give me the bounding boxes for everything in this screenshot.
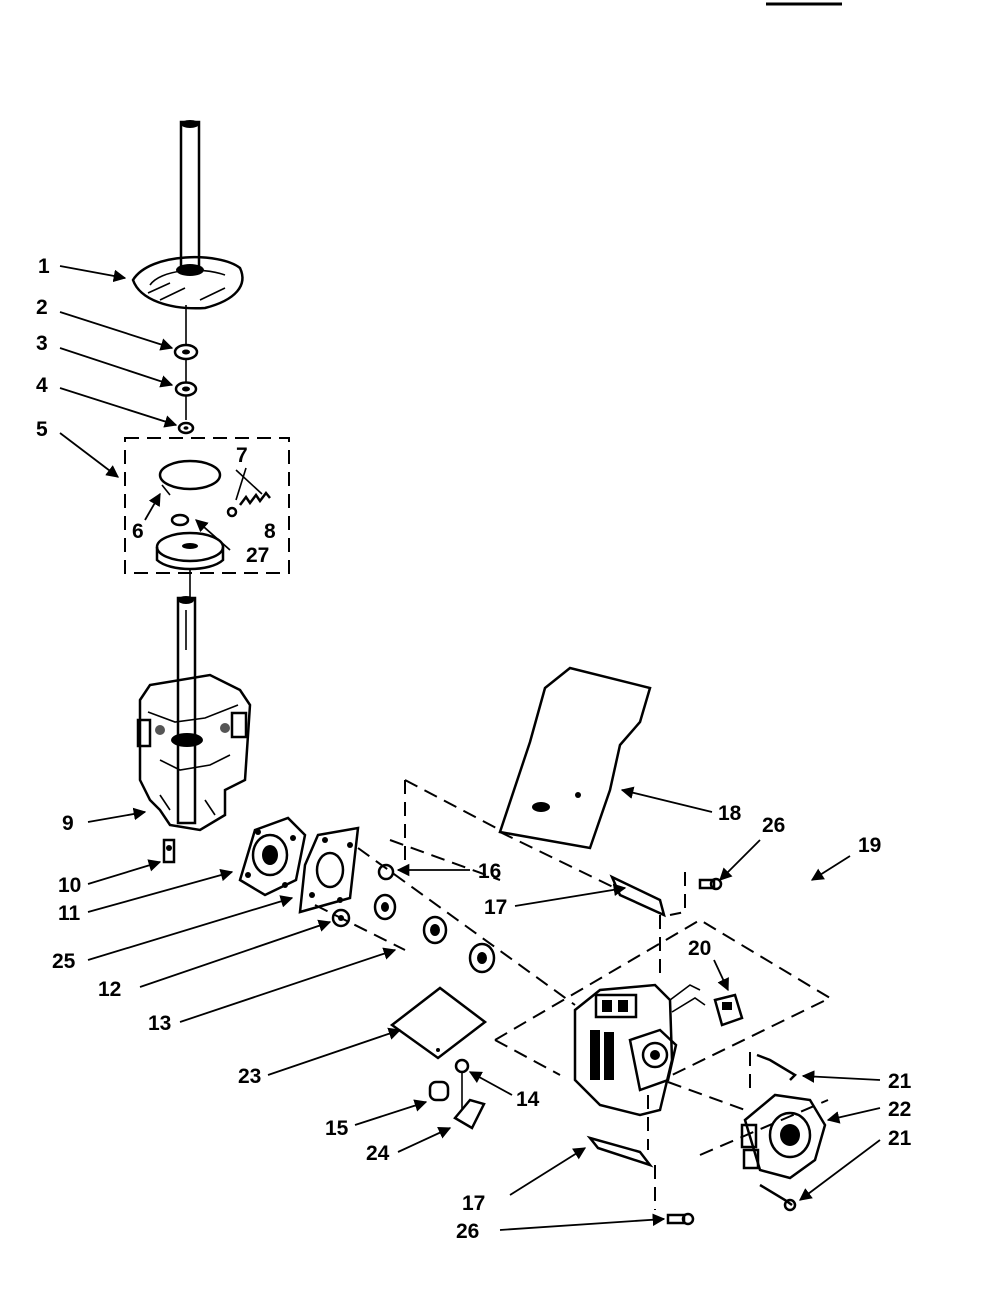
callout-19: 19	[858, 834, 881, 857]
callout-3: 3	[36, 332, 48, 355]
callout-23: 23	[238, 1065, 261, 1088]
callout-17-upper: 17	[484, 896, 507, 919]
washer-part-3	[174, 381, 198, 397]
cover-plate-part-23	[389, 986, 488, 1060]
shield-dashed-lines	[404, 779, 616, 889]
gasket-part-25	[298, 826, 360, 914]
callout-15: 15	[325, 1117, 349, 1140]
callout-2: 2	[36, 296, 48, 319]
callout-7: 7	[236, 444, 248, 467]
nut-part-16	[377, 863, 395, 881]
callout-9: 9	[62, 812, 74, 835]
clip-part-24	[453, 1098, 486, 1130]
pump-part-22	[667, 1081, 827, 1180]
bolt-part-10	[162, 838, 176, 864]
callout-26-lower: 26	[456, 1220, 479, 1243]
callout-16: 16	[478, 860, 501, 883]
bracket-part-17-lower	[586, 1095, 656, 1210]
motor-part-19	[573, 983, 706, 1117]
callout-21-lower: 21	[888, 1127, 912, 1150]
washer-part-4	[177, 421, 195, 435]
clamp-part-21-upper	[749, 1052, 798, 1090]
washer-part-2	[173, 343, 199, 361]
pulley-part-27	[155, 513, 225, 598]
callout-24: 24	[366, 1142, 390, 1165]
callout-1: 1	[38, 255, 50, 278]
callout-14: 14	[516, 1088, 540, 1111]
bushing-part-15	[428, 1080, 450, 1102]
spring-parts-7-8	[226, 467, 271, 518]
coupler-part-13	[373, 893, 496, 974]
bracket-part-17-upper	[609, 874, 666, 980]
motor-group-box	[494, 918, 833, 1156]
callout-25: 25	[52, 950, 76, 973]
drive-shaft-upper	[179, 120, 201, 274]
callout-5: 5	[36, 418, 48, 441]
callout-21-upper: 21	[888, 1070, 912, 1093]
callout-17-lower: 17	[462, 1192, 485, 1215]
callout-12: 12	[98, 978, 121, 1001]
callout-26-upper: 26	[762, 814, 785, 837]
clamp-part-21-lower	[759, 1183, 797, 1212]
switch-part-20	[713, 993, 744, 1027]
screw-part-26-lower	[666, 1212, 695, 1226]
callout-27: 27	[246, 544, 269, 567]
callout-11: 11	[58, 902, 81, 925]
screw-part-26-upper	[669, 872, 723, 916]
drive-shaft-lower	[176, 596, 197, 825]
brake-kit-group-box	[124, 437, 290, 574]
callout-20: 20	[688, 937, 711, 960]
callout-8: 8	[264, 520, 276, 543]
coupling-group-box	[314, 839, 576, 1006]
seal-plate-part-11	[238, 816, 307, 897]
callout-labels: 1 2 3 4 5 6 7 8 27 9 10 11 25 12 13 23 1…	[36, 255, 912, 1243]
leader-lines	[59, 265, 881, 1231]
callout-6: 6	[132, 520, 144, 543]
motor-shield-part-18	[498, 666, 652, 850]
callout-22: 22	[888, 1098, 911, 1121]
nut-part-12	[331, 908, 351, 928]
callout-13: 13	[148, 1012, 171, 1035]
clutch-spring-part-6	[158, 459, 222, 496]
callout-10: 10	[58, 874, 81, 897]
cam-part-1	[131, 255, 244, 345]
callout-18: 18	[718, 802, 742, 825]
bolt-part-14	[454, 1058, 470, 1110]
gearcase-part-9	[136, 673, 252, 832]
callout-4: 4	[36, 374, 48, 397]
